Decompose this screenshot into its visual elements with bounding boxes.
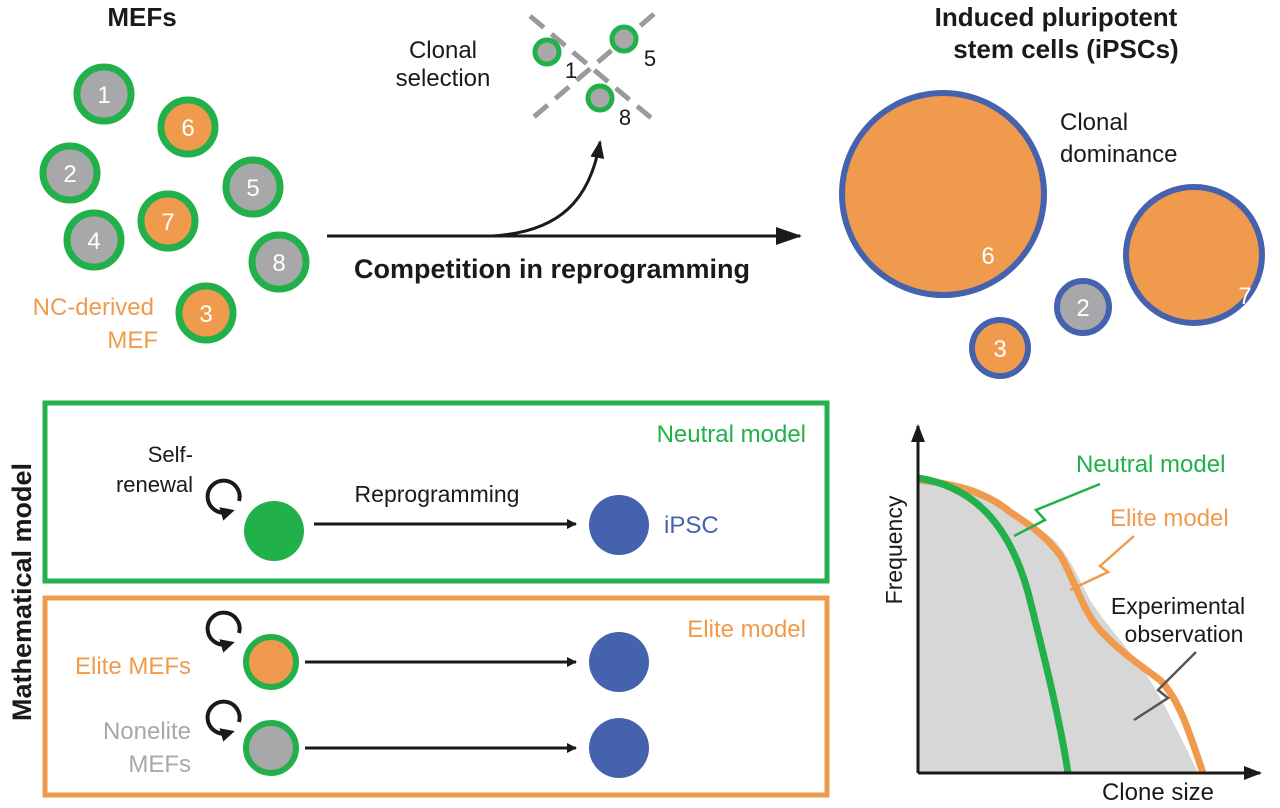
nonelite-line2: MEFs [128,751,191,778]
experimental-observation-callout [1133,651,1197,722]
mef-cell-1-label: 1 [97,82,110,109]
clonal-selection-line1: Clonal [409,37,477,64]
elite-model-curve [917,476,1207,775]
nonelite-ipsc-cell [589,718,649,778]
mef-cell-8-label: 8 [272,250,285,277]
mef-cell-2-label: 2 [63,161,76,188]
ipsc-label: iPSC [664,512,719,539]
neutral-model-title: Neutral model [657,421,806,448]
mef-cell-1: 1 [73,63,135,125]
mef-cell-3-label: 3 [199,301,212,328]
elite-ipsc-cell [589,632,649,692]
elite-mef-cell [243,634,299,690]
self-renewal-line1: Self- [148,442,193,467]
selected-cell-8-label: 8 [619,105,631,130]
ipsc-clone-3: 3 [969,317,1031,379]
mef-cell-5-label: 5 [246,175,259,202]
elite-model-title: Elite model [687,616,806,643]
nc-derived-label-line2: MEF [107,327,158,354]
ipsc-clone-6: 6 [839,90,1047,298]
elite-model-callout [1069,535,1135,592]
mef-cell-2: 2 [39,142,101,204]
self-renewal-line2: renewal [116,472,193,497]
mef-cell-7-label: 7 [161,209,174,236]
ipsc-clone-2-label: 2 [1076,295,1089,322]
selection-branch-arrow [491,140,605,238]
nonelite-self-renewal-loop-icon [205,699,242,742]
neutral-mef-cell [244,501,304,561]
mef-cell-6-label: 6 [181,115,194,142]
competition-label: Competition in reprogramming [354,254,750,284]
selected-cell-5: 5 [609,24,656,71]
mef-cell-3: 3 [175,282,237,344]
selected-cell-1: 1 [532,37,577,83]
elite-model-box [42,595,830,798]
elite-self-renewal-loop-icon [205,610,242,653]
ipsc-title-line2: stem cells (iPSCs) [953,34,1178,64]
reprogramming-label: Reprogramming [355,481,520,507]
nonelite-mef-cell [243,720,299,776]
mathematical-model-label: Mathematical model [7,463,37,721]
elite-mefs-label: Elite MEFs [75,653,191,680]
mef-cell-8: 8 [248,231,310,293]
x-axis-label: Clone size [1102,779,1214,806]
ipsc-clone-7: 7 [1123,184,1265,326]
ipsc-clone-7-label: 7 [1238,283,1251,310]
frequency-graph: Frequency Clone size Neutral model Elite… [881,424,1262,806]
ipsc-title-line1: Induced pluripotent [935,2,1178,32]
neutral-model-callout [1013,482,1101,538]
ipsc-clone-6-label: 6 [981,243,994,270]
selected-cell-8: 8 [585,83,631,130]
selected-cell-5-label: 5 [644,46,656,71]
selected-cell-1-label: 1 [565,58,577,83]
mef-cell-4: 4 [63,209,125,271]
nonelite-line1: Nonelite [103,718,191,745]
ipsc-clone-3-label: 3 [993,336,1006,363]
mef-cell-5: 5 [222,156,284,218]
neutral-model-box [42,400,830,584]
mef-cell-7: 7 [137,190,199,252]
y-axis-label: Frequency [881,495,907,604]
mefs-title: MEFs [107,2,176,32]
nc-derived-label-line1: NC-derived [33,294,154,321]
elite-model-curve-label: Elite model [1110,505,1229,532]
neutral-ipsc-cell [589,495,649,555]
clonal-dominance-line1: Clonal [1060,109,1128,136]
self-renewal-loop-icon [205,478,242,521]
experimental-observation-line2: observation [1125,621,1244,647]
experimental-observation-line1: Experimental [1111,593,1245,619]
clonal-dominance-line2: dominance [1060,141,1177,168]
neutral-model-curve-label: Neutral model [1076,451,1225,478]
experimental-observation-area [918,480,1198,773]
mef-cell-6: 6 [157,96,219,158]
clonal-selection-line2: selection [396,65,491,92]
neutral-model-curve [917,474,1072,774]
mef-cell-4-label: 4 [87,228,100,255]
ipsc-clone-2: 2 [1054,278,1112,336]
